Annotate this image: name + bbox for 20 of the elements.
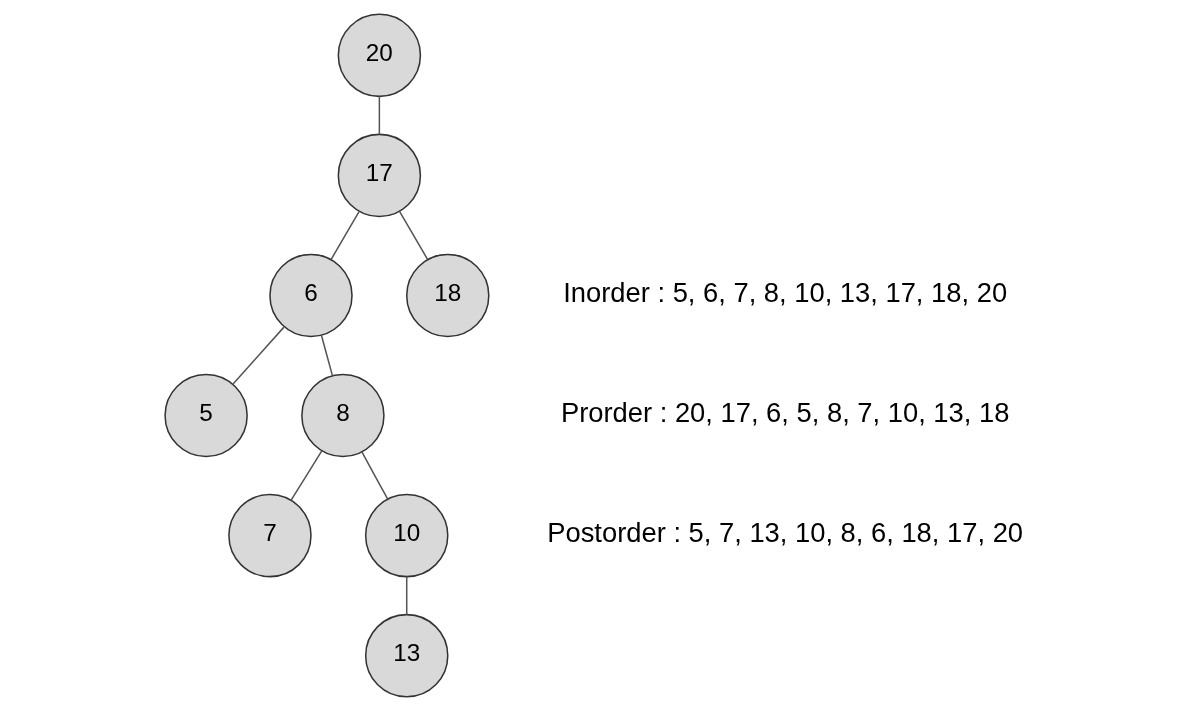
connector (360, 451, 388, 500)
node-circle: 8 (300, 373, 385, 458)
connector (405, 576, 407, 616)
connector (378, 95, 380, 136)
connector (289, 450, 323, 502)
node-circle: 6 (268, 253, 353, 338)
node-circle: 13 (364, 613, 448, 698)
connector (231, 326, 285, 385)
connector (320, 334, 333, 377)
label: Prorder : 20, 17, 6, 5, 8, 7, 10, 13, 18 (560, 397, 1009, 429)
node-circle: 10 (364, 493, 448, 578)
node-circle: 5 (163, 373, 248, 458)
node-circle: 17 (337, 133, 421, 218)
connector (398, 210, 428, 261)
label: Postorder : 5, 7, 13, 10, 8, 6, 18, 17, 20 (546, 517, 1023, 549)
node-circle: 7 (227, 493, 312, 578)
connector (329, 210, 360, 261)
label: Inorder : 5, 6, 7, 8, 10, 13, 17, 18, 20 (562, 277, 1007, 309)
node-circle: 20 (337, 13, 421, 98)
node-circle: 18 (405, 253, 490, 338)
